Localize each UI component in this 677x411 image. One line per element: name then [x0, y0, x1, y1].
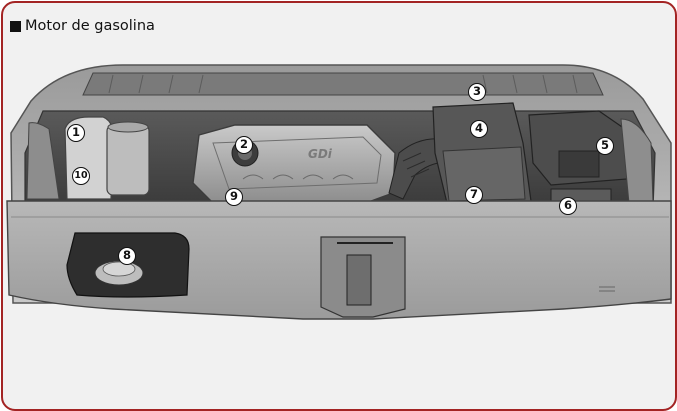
callout-3: 3: [468, 83, 486, 101]
cowl-panel: [82, 72, 604, 96]
callout-10: 10: [72, 167, 90, 185]
callout-5: 5: [596, 137, 614, 155]
callout-7: 7: [465, 186, 483, 204]
callout-4: 4: [470, 120, 488, 138]
caption-square-icon: [10, 20, 21, 32]
engine-badge: GDi: [308, 147, 333, 161]
brake-fluid-tank: [106, 124, 150, 196]
callout-2: 2: [235, 136, 253, 154]
callout-8: 8: [118, 247, 136, 265]
callout-6: 6: [559, 197, 577, 215]
callout-9: 9: [225, 188, 243, 206]
caption-text: Motor de gasolina: [25, 18, 155, 34]
callout-1: 1: [67, 124, 85, 142]
engine-cover: [192, 124, 396, 208]
figure-caption: Motor de gasolina: [10, 17, 155, 35]
engine-bay-illustration: GDi: [6, 64, 672, 320]
